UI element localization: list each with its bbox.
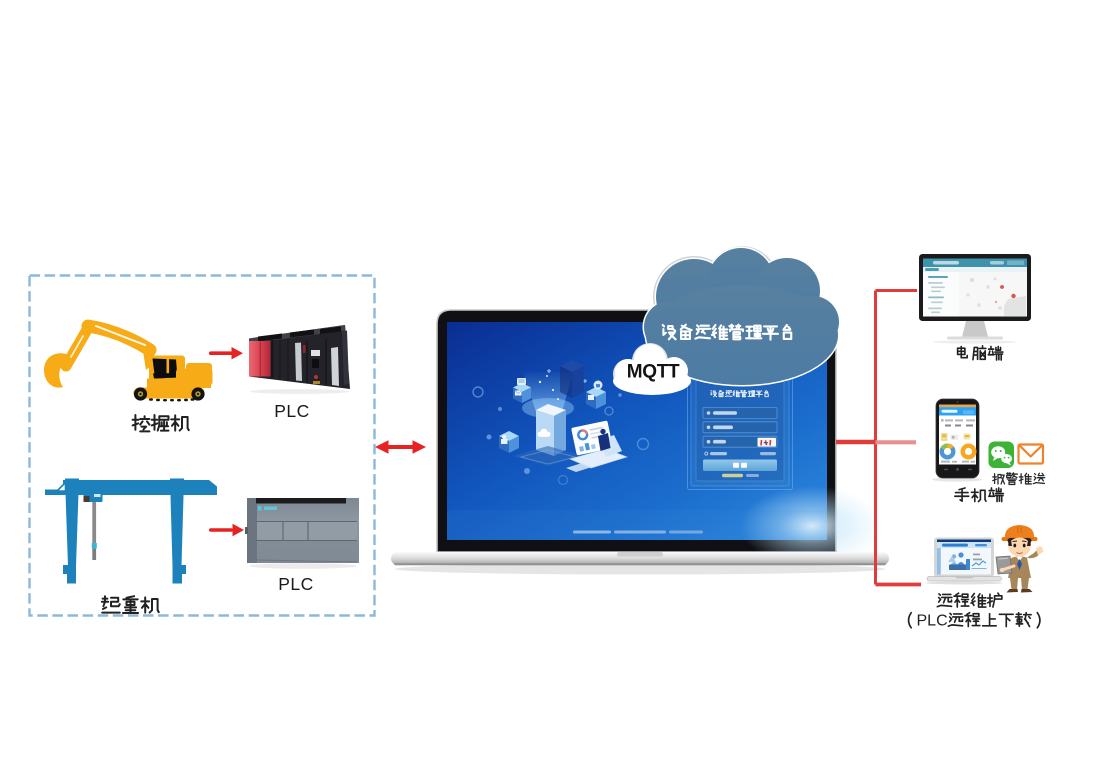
svg-text:PLC: PLC [278, 574, 314, 594]
svg-text:PLC: PLC [274, 401, 310, 421]
svg-text:MQTT: MQTT [627, 362, 680, 383]
svg-text:PLC: PLC [917, 613, 948, 630]
